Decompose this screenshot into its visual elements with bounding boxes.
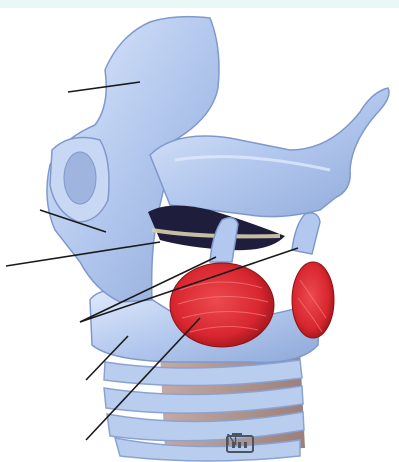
watermark: N — [226, 432, 238, 450]
muscle-right — [292, 262, 334, 338]
camera-badge-icon — [226, 432, 256, 454]
top-band — [0, 0, 399, 8]
horn-opening — [64, 152, 96, 204]
